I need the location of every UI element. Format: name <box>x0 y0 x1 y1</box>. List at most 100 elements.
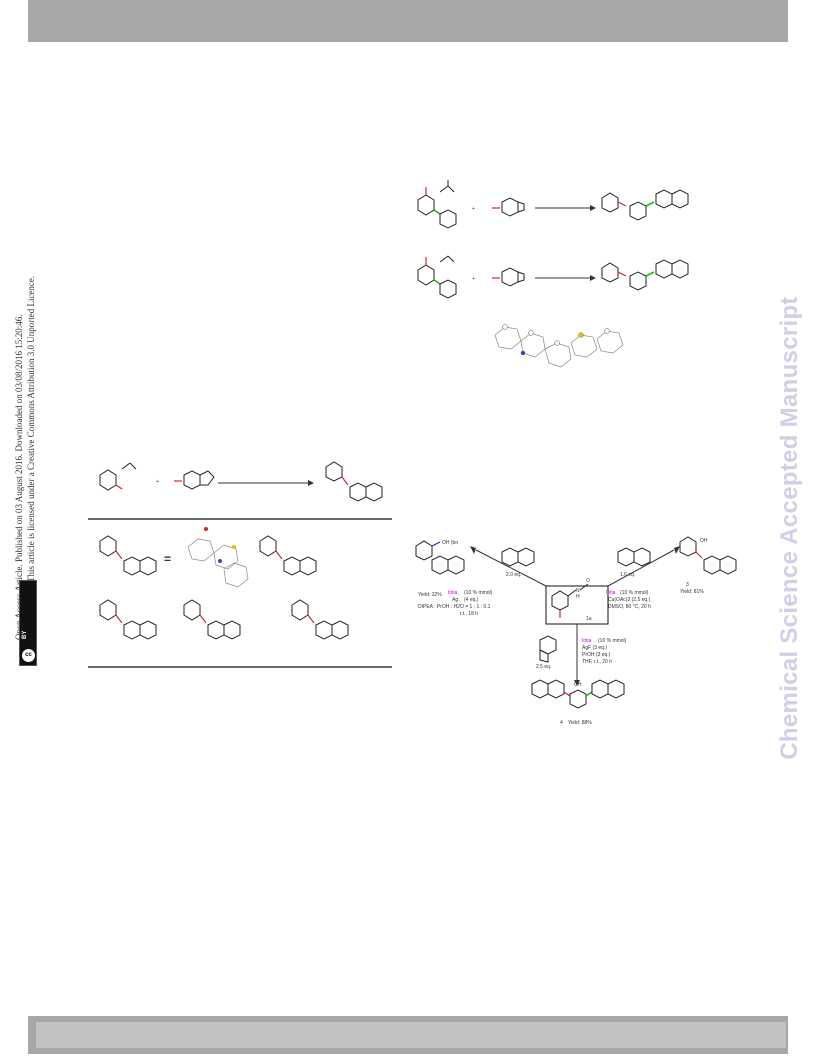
divergent-scheme: OH (bn Yield: 32% 2.0 eq. Intia (10 % mm… <box>415 536 737 726</box>
sub1-xray-ring-3 <box>223 562 249 588</box>
left-reagent-fused <box>199 470 215 486</box>
plus-sign-2: + <box>472 276 475 282</box>
cc-logo-icon: cc <box>21 648 36 663</box>
left-reactant-arm <box>121 462 131 470</box>
bottom-product: OH 4 Yield: 88% <box>531 679 625 726</box>
left-reagent: 2.0 eq. <box>501 547 535 578</box>
amide-arm <box>439 185 449 193</box>
left-time: r.t., 18 h <box>460 611 478 617</box>
sub1-red-bond <box>115 550 123 560</box>
reaction-row-1: + <box>417 180 689 229</box>
right-reagent-ring-b <box>633 547 651 567</box>
left-product-ring-c <box>365 482 383 502</box>
left-reactant-ring <box>99 469 117 491</box>
product-red-bond <box>617 201 627 207</box>
bottom-conditions: Intia (10 % mmol) AgF (3 eq.) PrOH (3 eq… <box>582 638 627 665</box>
bottom-catalyst-loading: (10 % mmol) <box>598 638 627 644</box>
left-product-ring-a <box>325 461 343 482</box>
sub1-ring-b <box>123 556 141 576</box>
arrowhead-down <box>574 680 580 686</box>
bottom-product-ring-1 <box>531 679 549 699</box>
sub5-ring-a <box>291 599 309 621</box>
cc-by-badge[interactable]: cc BY <box>19 580 37 666</box>
sub3-red-bond <box>115 614 123 624</box>
xray-ring-1 <box>494 326 522 350</box>
xray-nitrogen-atom <box>520 350 526 356</box>
plus-sign: + <box>472 206 475 212</box>
sub2-red-bond <box>275 550 283 560</box>
left-reagent-ring-a <box>501 547 519 567</box>
bottom-product-center-ring <box>569 689 587 709</box>
bottom-oxidant: AgF (3 eq.) <box>582 645 607 651</box>
equals-sign: = <box>164 552 171 566</box>
right-product-top-label: OH <box>700 538 708 544</box>
sub1-xray-oxygen <box>204 527 208 531</box>
sub2-ring-a <box>259 535 277 557</box>
left-plus-sign: + <box>156 479 159 485</box>
left-product-yield: Yield: 32% <box>418 592 442 598</box>
substrate-row-2 <box>99 599 349 640</box>
right-product-ring-c <box>719 555 737 575</box>
product-right-ring <box>655 189 673 209</box>
right-solvent: DMSO, 80 °C, 20 h <box>608 604 651 610</box>
xray-ring-4 <box>570 334 598 358</box>
substrate-carbonyl-bond <box>579 583 589 591</box>
sub3-ring-b <box>123 620 141 640</box>
fused-ring-2 <box>439 279 457 299</box>
arrowhead-2 <box>590 275 596 281</box>
bottom-reagent: 2.5 eq. <box>536 635 557 670</box>
sub4-red-bond <box>199 614 207 624</box>
sub5-red-bond <box>307 614 315 624</box>
fused-ring <box>439 209 457 229</box>
substrate-n-label: N <box>576 588 580 594</box>
bottom-product-green-bond <box>585 691 593 697</box>
amide-arm-2 <box>447 185 455 193</box>
left-reactant-arm-2 <box>129 462 137 470</box>
arrowhead-1 <box>590 205 596 211</box>
bottom-reagent-eq: 2.5 eq. <box>536 664 551 670</box>
left-top-reaction: + <box>99 461 383 502</box>
left-product: OH (bn Yield: 32% <box>415 540 465 598</box>
right-product-phenyl <box>679 536 697 557</box>
left-scheme: + = <box>88 461 392 668</box>
bottom-product-number: 4 <box>560 720 563 726</box>
left-product-red-bond <box>341 476 349 486</box>
reagent-ring <box>501 197 519 217</box>
reaction-row-2: + <box>417 255 689 299</box>
bottom-product-ring-2 <box>547 679 565 699</box>
bottom-catalyst: Intia <box>582 638 592 644</box>
sub4-ring-b <box>207 620 225 640</box>
bottom-reagent-ring-b <box>539 649 549 663</box>
substrate-h-label: H <box>576 594 580 600</box>
xray-ring-3 <box>544 342 572 368</box>
product-green-bond <box>645 201 655 207</box>
left-product-ring-b <box>431 555 449 575</box>
sub4-ring-a <box>183 599 201 621</box>
right-product-ring-b <box>703 555 721 575</box>
product-right-fused <box>671 189 689 209</box>
sub3-ring-a <box>99 599 117 621</box>
xray-atom-5 <box>604 328 610 334</box>
substrate-tag: 1a <box>586 616 592 622</box>
left-product-top-label: OH (bn <box>442 540 458 546</box>
product-center-ring <box>629 201 647 221</box>
left-catalyst-loading: (10 % mmol) <box>464 590 493 596</box>
sub1-ring-a <box>99 535 117 557</box>
left-product-ring-c <box>447 555 465 575</box>
left-product-phenyl <box>415 540 433 561</box>
by-label: BY <box>22 630 28 639</box>
product2-red-bond <box>617 271 627 277</box>
arrowhead-right <box>674 546 680 554</box>
right-product-number: 3 <box>686 582 689 588</box>
reagent-fused-ring <box>517 201 525 213</box>
right-product-yield: Yield: 81% <box>680 589 704 595</box>
substrate-nh-bond <box>567 589 577 597</box>
left-conditions: Intia (10 % mmol) Ag (4 eq.) DIPEA : PrO… <box>418 590 493 617</box>
arrow-to-right <box>607 549 675 587</box>
product2-right-fused <box>671 259 689 279</box>
sub4-ring-c <box>223 620 241 640</box>
substrate-1a: N H O 1a <box>551 578 592 622</box>
sub1-xray-ring-2 <box>213 544 239 570</box>
reactant-benzene-ring <box>417 194 435 216</box>
sub5-ring-c <box>331 620 349 640</box>
